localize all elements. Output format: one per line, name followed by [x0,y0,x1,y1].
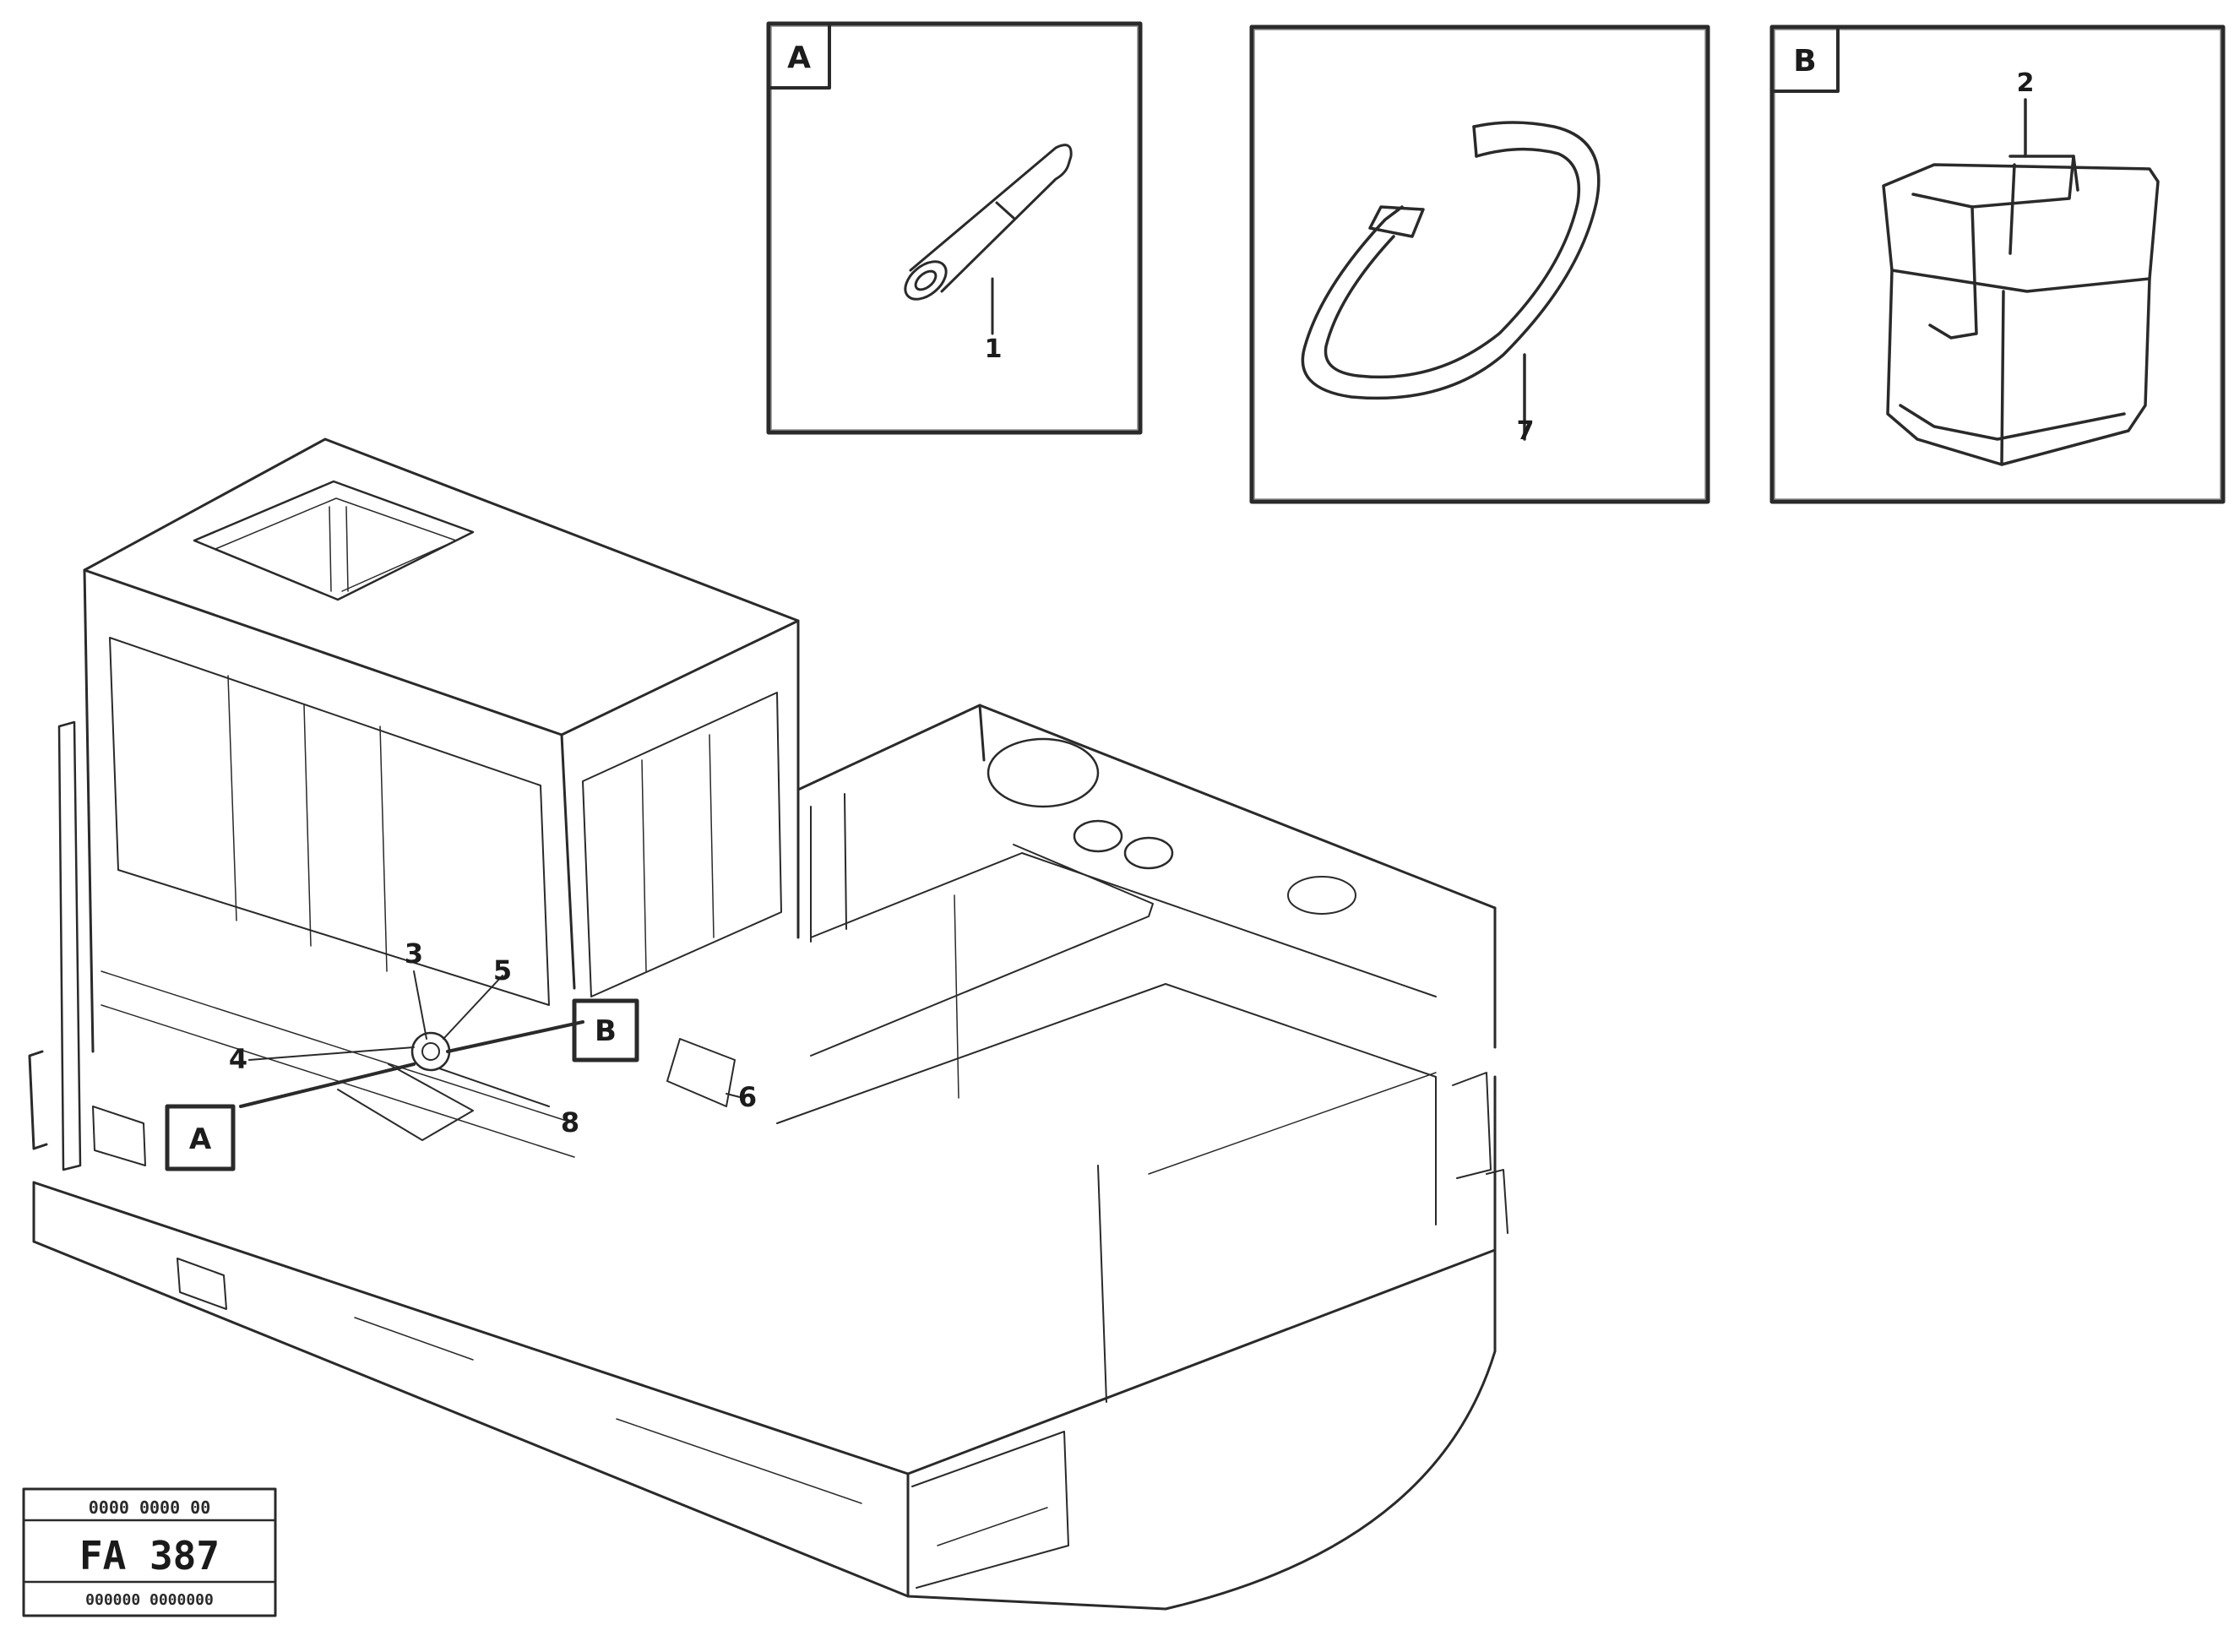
panel-tie-callout-7: 7 [1517,416,1535,446]
callout-5: 5 [493,954,512,986]
panel-b-tag-label: B [1793,44,1816,79]
detail-panel-b: B 2 [1769,24,2226,504]
cover-cap-icon [1882,98,2160,466]
reference-box: 0000 0000 00 FA 387 000000 0000000 [22,1487,277,1617]
detail-panel-cable-tie: 7 [1249,24,1710,504]
reference-box-top: 0000 0000 00 [89,1497,211,1518]
callout-6: 6 [738,1081,757,1113]
callout-3: 3 [405,937,423,970]
panel-a-tag-label: A [787,41,811,75]
assembly-tag-a: A [165,1104,236,1171]
reference-box-code: FA 387 [79,1533,220,1579]
panel-a-callout-1: 1 [985,334,1003,364]
assembly-callouts: 3 5 4 6 8 [229,937,757,1138]
cable-sleeve-icon [904,144,1073,335]
panel-b-tag: B [1770,25,1840,93]
assembly-tag-b: B [572,998,639,1062]
reference-box-bottom: 000000 0000000 [85,1591,214,1609]
detail-panel-a: A 1 [766,21,1143,435]
panel-a-tag: A [767,22,831,90]
panel-b-callout-2: 2 [2017,68,2035,98]
callout-8: 8 [561,1106,579,1138]
assembly-tag-b-label: B [595,1014,617,1048]
machine-upperstructure-icon [28,437,1508,1611]
cable-tie-icon [1301,121,1601,441]
callout-4: 4 [229,1043,247,1075]
assembly-tag-a-label: A [189,1122,212,1156]
